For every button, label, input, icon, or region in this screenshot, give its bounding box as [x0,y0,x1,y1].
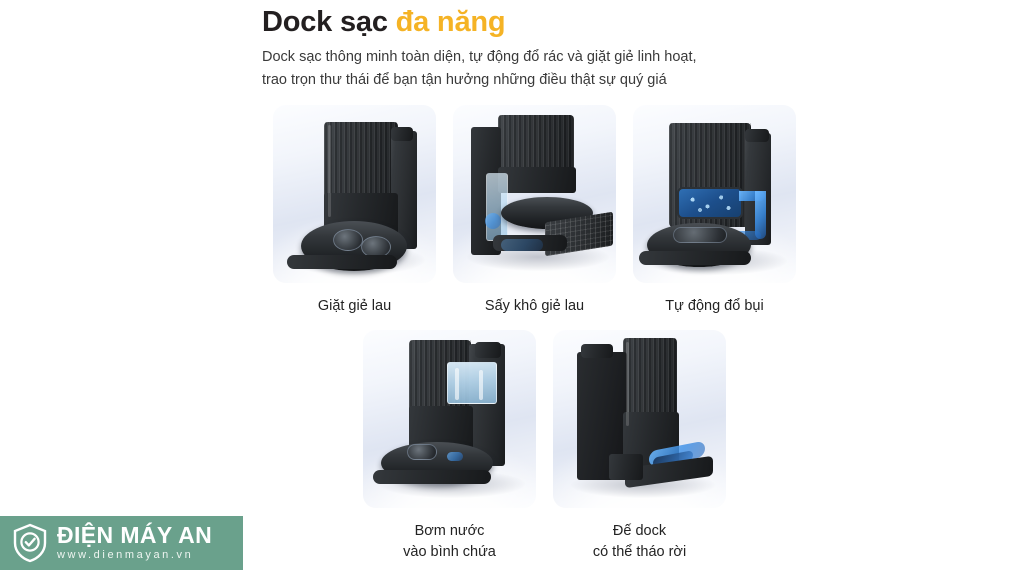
page-subtitle-line-2: trao trọn thư thái để bạn tận hưởng nhữn… [262,71,667,88]
feature-caption: Bơm nước vào bình chứa [403,521,496,562]
watermark-logo: ĐIỆN MÁY AN www.dienmayan.vn [0,516,243,570]
feature-image-card [633,105,796,283]
page-title-accent: đa năng [395,6,506,38]
dock-detachable-base-illustration [553,330,726,508]
page-title-main: Dock sạc [262,6,396,38]
feature-row-2: Bơm nước vào bình chứa [363,330,726,562]
feature-caption-line-1: Tự động đổ bụi [665,298,764,314]
feature-caption: Đế dock có thể tháo rời [593,521,686,562]
feature-item: Tự động đổ bụi [633,105,796,317]
feature-caption: Sấy khô giẻ lau [485,296,584,317]
feature-caption-line-1: Giặt giẻ lau [317,298,392,314]
logo-website: www.dienmayan.vn [57,549,194,562]
feature-item: Sấy khô giẻ lau [453,105,616,317]
feature-item: Đế dock có thể tháo rời [553,330,726,562]
logo-text-block: ĐIỆN MÁY AN www.dienmayan.vn [57,523,212,562]
feature-caption: Giặt giẻ lau [318,296,391,317]
logo-brand-name: ĐIỆN MÁY AN [57,522,213,549]
feature-caption-line-1: Sấy khô giẻ lau [484,298,585,314]
feature-item: Giặt giẻ lau [273,105,436,317]
dock-auto-empty-dust-illustration [633,105,796,283]
feature-caption-line-2: vào bình chứa [403,543,496,560]
feature-image-card [273,105,436,283]
dock-mop-drying-illustration [453,105,616,283]
feature-row-1: Giặt giẻ lau [273,105,796,317]
shield-check-icon [13,523,47,563]
page-subtitle-line-1: Dock sạc thông minh toàn diện, tự động đ… [262,49,697,66]
feature-image-card [453,105,616,283]
page-title: Dock sạc đa năng [262,6,882,39]
feature-image-card [553,330,726,508]
feature-image-card [363,330,536,508]
feature-caption-line-1: Đế dock [612,523,667,539]
dock-water-refill-illustration [363,330,536,508]
feature-caption-line-1: Bơm nước [414,523,485,539]
dock-mop-washing-illustration [273,105,436,283]
feature-caption: Tự động đổ bụi [665,296,763,317]
header: Dock sạc đa năng Dock sạc thông minh toà… [262,6,882,91]
feature-item: Bơm nước vào bình chứa [363,330,536,562]
feature-caption-line-2: có thể tháo rời [592,543,687,560]
page-subtitle: Dock sạc thông minh toàn diện, tự động đ… [262,46,882,91]
